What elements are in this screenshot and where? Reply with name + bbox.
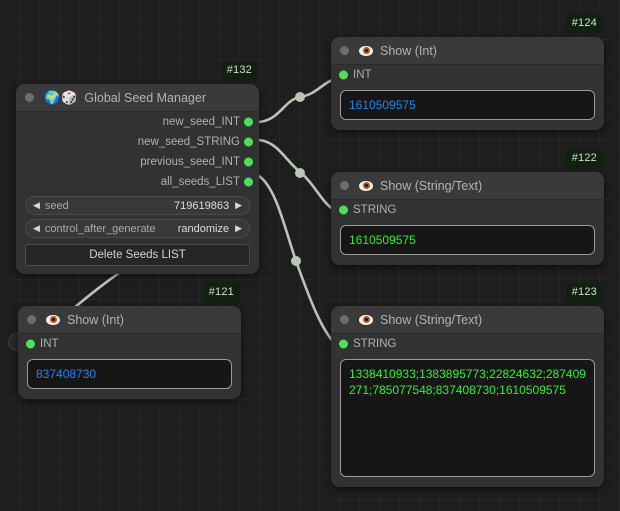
widget-seed-value[interactable]: 719619863 [174,199,230,212]
output-port-dot[interactable] [244,117,253,127]
widget-control-label: control_after_generate [44,222,156,235]
node-header[interactable]: 🌍 🎲 Global Seed Manager [16,84,259,112]
header-icon-group [359,314,373,325]
node-title: Show (String/Text) [380,178,483,193]
collapse-dot-icon[interactable] [27,315,36,324]
input-port-string[interactable]: STRING [331,200,604,220]
node-show-string-122[interactable]: #122 Show (String/Text) STRING 161050957… [331,149,604,265]
previous-option-arrow-icon[interactable]: ◀ [33,223,40,233]
output-port-previous-seed-int[interactable]: previous_seed_INT [16,152,259,172]
delete-seeds-list-label: Delete Seeds LIST [89,249,186,261]
input-port-string[interactable]: STRING [331,334,604,354]
node-body: STRING 1610509575 [331,200,604,265]
node-id-badge: #121 [202,283,240,303]
value-textbox[interactable]: 837408730 [27,359,232,389]
node-header[interactable]: Show (Int) [331,37,604,65]
output-port-label: new_seed_STRING [137,136,240,148]
header-icon-group [46,314,60,325]
node-title: Show (String/Text) [380,312,483,327]
node-header[interactable]: Show (String/Text) [331,306,604,334]
input-port-label: STRING [353,204,397,216]
input-port-int[interactable]: INT [18,334,241,354]
decrement-arrow-icon[interactable]: ◀ [33,200,40,210]
output-port-label: previous_seed_INT [140,156,240,168]
widget-control-value[interactable]: randomize [177,222,230,235]
output-port-all-seeds-list[interactable]: all_seeds_LIST [16,172,259,192]
input-port-dot[interactable] [339,70,348,80]
node-id-badge: #124 [565,14,603,34]
output-port-new-seed-string[interactable]: new_seed_STRING [16,132,259,152]
node-id-badge: #132 [220,61,258,81]
increment-arrow-icon[interactable]: ▶ [235,200,242,210]
output-port-dot[interactable] [244,157,253,167]
node-body: INT 1610509575 [331,65,604,130]
globe-icon: 🌍 [44,90,61,105]
collapse-dot-icon[interactable] [25,93,34,102]
node-body: new_seed_INT new_seed_STRING previous_se… [16,112,259,274]
dice-icon: 🎲 [61,90,78,105]
header-icon-group: 🌍 🎲 [44,91,77,104]
node-title: Show (Int) [67,312,124,327]
node-body: INT 837408730 [18,334,241,399]
eye-icon [359,314,373,325]
output-port-label: new_seed_INT [162,116,240,128]
node-id-badge: #123 [565,283,603,303]
collapse-dot-icon[interactable] [340,46,349,55]
input-port-label: INT [40,338,59,350]
node-header[interactable]: Show (String/Text) [331,172,604,200]
collapse-dot-icon[interactable] [340,315,349,324]
input-port-int[interactable]: INT [331,65,604,85]
eye-icon [46,314,60,325]
node-global-seed-manager[interactable]: #132 🌍 🎲 Global Seed Manager new_seed_IN… [16,61,259,274]
value-textbox[interactable]: 1610509575 [340,90,595,120]
output-port-new-seed-int[interactable]: new_seed_INT [16,112,259,132]
header-icon-group [359,45,373,56]
delete-seeds-list-button[interactable]: Delete Seeds LIST [25,244,250,266]
node-show-int-124[interactable]: #124 Show (Int) INT 1610509575 [331,14,604,130]
output-port-dot[interactable] [244,137,253,147]
input-port-label: STRING [353,338,397,350]
widget-seed-label: seed [44,199,69,212]
node-id-badge: #122 [565,149,603,169]
value-textbox[interactable]: 1338410933;1383895773;22824632;287409271… [340,359,595,477]
node-show-string-123[interactable]: #123 Show (String/Text) STRING 133841093… [331,283,604,487]
node-title: Global Seed Manager [84,90,206,105]
output-port-dot[interactable] [244,177,253,187]
next-option-arrow-icon[interactable]: ▶ [235,223,242,233]
header-icon-group [359,180,373,191]
widget-control-after-generate[interactable]: ◀ control_after_generate randomize ▶ [25,219,250,238]
input-port-dot[interactable] [339,339,348,349]
eye-icon [359,180,373,191]
eye-icon [359,45,373,56]
node-title: Show (Int) [380,43,437,58]
input-port-dot[interactable] [339,205,348,215]
node-show-int-121[interactable]: #121 Show (Int) INT 837408730 [18,283,241,399]
node-header[interactable]: Show (Int) [18,306,241,334]
output-port-label: all_seeds_LIST [160,176,240,188]
node-body: STRING 1338410933;1383895773;22824632;28… [331,334,604,487]
collapse-dot-icon[interactable] [340,181,349,190]
value-textbox[interactable]: 1610509575 [340,225,595,255]
input-port-label: INT [353,69,372,81]
widget-seed[interactable]: ◀ seed 719619863 ▶ [25,196,250,215]
input-port-dot[interactable] [26,339,35,349]
